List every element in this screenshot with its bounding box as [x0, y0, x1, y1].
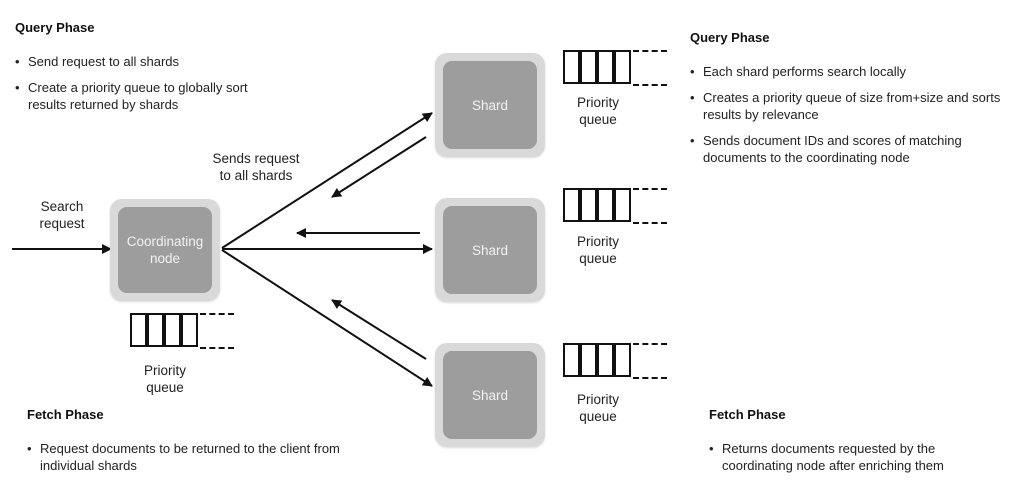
priority-queue-shard-1	[563, 50, 673, 86]
priority-queue-label: Priority queue	[143, 363, 186, 395]
priority-queue-label: Priority queue	[576, 234, 619, 266]
fetch-phase-right-list: Returns documents requested by the coord…	[709, 440, 979, 483]
list-item: Creates a priority queue of size from+si…	[690, 89, 1010, 123]
list-item: Sends document IDs and scores of matchin…	[690, 132, 1010, 166]
arrow-from-shard-3	[331, 299, 427, 360]
shard-label: Shard	[443, 206, 537, 294]
shard-node-2: Shard	[435, 198, 545, 302]
list-item: Create a priority queue to globally sort…	[15, 79, 285, 113]
priority-queue-coordinating	[130, 313, 240, 349]
arrow-to-shard-1	[221, 112, 433, 249]
coordinating-node-label: Coordinating node	[118, 207, 212, 293]
query-phase-right-list: Each shard performs search locally Creat…	[690, 63, 1010, 175]
shard-node-3: Shard	[435, 343, 545, 447]
query-phase-left-title: Query Phase	[15, 20, 95, 35]
priority-queue-label: Priority queue	[576, 95, 619, 127]
fetch-phase-left-title: Fetch Phase	[27, 407, 104, 422]
list-item: Returns documents requested by the coord…	[709, 440, 979, 474]
shard-label: Shard	[443, 61, 537, 149]
list-item: Each shard performs search locally	[690, 63, 1010, 80]
priority-queue-label: Priority queue	[576, 392, 619, 424]
fetch-phase-left-list: Request documents to be returned to the …	[27, 440, 347, 483]
arrow-from-shard-1	[331, 136, 427, 198]
list-item: Send request to all shards	[15, 53, 285, 70]
shard-label: Shard	[443, 351, 537, 439]
arrow-to-shard-3	[221, 249, 433, 387]
shard-node-1: Shard	[435, 53, 545, 157]
priority-queue-shard-2	[563, 188, 673, 224]
fetch-phase-right-title: Fetch Phase	[709, 407, 786, 422]
sends-request-label: Sends request to all shards	[212, 151, 300, 183]
coordinating-node: Coordinating node	[110, 199, 220, 301]
search-request-label: Search request	[39, 199, 85, 231]
query-phase-left-list: Send request to all shards Create a prio…	[15, 53, 285, 122]
query-phase-right-title: Query Phase	[690, 30, 770, 45]
priority-queue-shard-3	[563, 343, 673, 379]
list-item: Request documents to be returned to the …	[27, 440, 347, 474]
